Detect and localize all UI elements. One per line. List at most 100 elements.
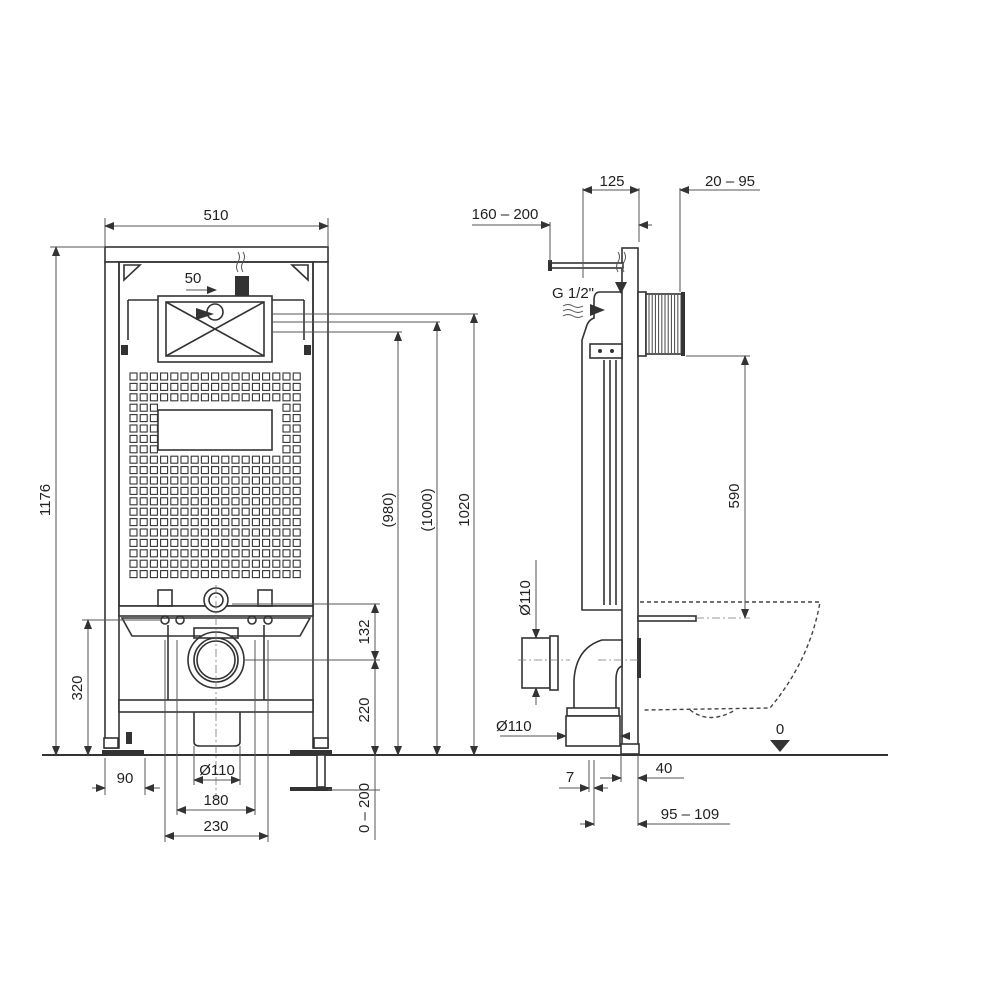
grid-square xyxy=(170,549,179,558)
grid-square xyxy=(292,570,301,579)
grid-square xyxy=(241,497,250,506)
grid-square xyxy=(282,476,291,485)
grid-square xyxy=(211,559,220,568)
grid-square xyxy=(139,497,148,506)
grid-square xyxy=(149,549,158,558)
grid-square xyxy=(211,466,220,475)
side-dimensions: 125 20 – 95 160 – 200 G 1/2" 590 Ø110 Ø1… xyxy=(472,173,784,828)
grid-square xyxy=(190,393,199,402)
grid-square xyxy=(170,466,179,475)
grid-square xyxy=(241,486,250,495)
grid-square xyxy=(251,466,260,475)
grid-square xyxy=(211,549,220,558)
grid-square xyxy=(231,476,240,485)
grid-square xyxy=(272,382,281,391)
grid-square xyxy=(251,538,260,547)
water-connection-label: G 1/2" xyxy=(552,285,594,302)
grid-square xyxy=(200,466,209,475)
grid-square xyxy=(221,507,230,516)
grid-square xyxy=(149,382,158,391)
grid-square xyxy=(200,476,209,485)
grid-square xyxy=(231,455,240,464)
grid-square xyxy=(221,455,230,464)
grid-square xyxy=(231,528,240,537)
grid-square xyxy=(160,393,169,402)
grid-square xyxy=(139,476,148,485)
grid-square xyxy=(160,466,169,475)
grid-square xyxy=(282,372,291,381)
grid-square xyxy=(221,497,230,506)
grid-square xyxy=(180,549,189,558)
grid-square xyxy=(272,455,281,464)
grid-square xyxy=(190,497,199,506)
grid-square xyxy=(170,455,179,464)
grid-square xyxy=(282,559,291,568)
grid-square xyxy=(149,570,158,579)
grid-square xyxy=(292,403,301,412)
grid-square xyxy=(262,382,271,391)
grid-square xyxy=(272,497,281,506)
grid-square xyxy=(149,497,158,506)
dim-230: 230 xyxy=(203,818,228,835)
grid-square xyxy=(160,486,169,495)
dim-180: 180 xyxy=(203,792,228,809)
grid-square xyxy=(139,434,148,443)
grid-square xyxy=(170,507,179,516)
grid-square xyxy=(251,528,260,537)
grid-square xyxy=(231,497,240,506)
floor-zero-label: 0 xyxy=(776,721,784,738)
grid-square xyxy=(139,528,148,537)
grid-square xyxy=(262,372,271,381)
grid-square xyxy=(200,455,209,464)
grid-square xyxy=(180,372,189,381)
grid-square xyxy=(200,497,209,506)
grid-square xyxy=(282,507,291,516)
grid-square xyxy=(139,507,148,516)
grid-square xyxy=(292,424,301,433)
dim-1020: 1020 xyxy=(456,493,473,526)
grid-square xyxy=(160,518,169,527)
grid-square xyxy=(129,518,138,527)
grid-square xyxy=(231,486,240,495)
grid-square xyxy=(149,445,158,454)
grid-square xyxy=(282,445,291,454)
grid-square xyxy=(221,538,230,547)
dim-1000: (1000) xyxy=(419,488,436,531)
grid-square xyxy=(149,559,158,568)
grid-square xyxy=(282,434,291,443)
grid-square xyxy=(129,414,138,423)
grid-square xyxy=(262,528,271,537)
grid-square xyxy=(282,466,291,475)
grid-square xyxy=(211,497,220,506)
grid-square xyxy=(180,570,189,579)
grid-square xyxy=(292,559,301,568)
grid-square xyxy=(190,372,199,381)
dim-132: 132 xyxy=(356,619,373,644)
grid-square xyxy=(190,549,199,558)
grid-square xyxy=(200,570,209,579)
grid-square xyxy=(160,372,169,381)
grid-square xyxy=(241,393,250,402)
grid-square xyxy=(170,382,179,391)
grid-square xyxy=(170,393,179,402)
grid-square xyxy=(262,507,271,516)
grid-square xyxy=(282,414,291,423)
grid-square xyxy=(180,507,189,516)
grid-square xyxy=(292,393,301,402)
grid-square xyxy=(211,486,220,495)
grid-square xyxy=(170,476,179,485)
grid-square xyxy=(200,382,209,391)
grid-square xyxy=(129,570,138,579)
grid-square xyxy=(292,455,301,464)
grid-square xyxy=(139,518,148,527)
grid-square xyxy=(231,372,240,381)
grid-square xyxy=(200,518,209,527)
grid-square xyxy=(262,393,271,402)
grid-square xyxy=(272,538,281,547)
grid-square xyxy=(231,507,240,516)
grid-square xyxy=(149,372,158,381)
grid-square xyxy=(190,466,199,475)
grid-square xyxy=(129,382,138,391)
grid-square xyxy=(292,486,301,495)
grid-square xyxy=(272,549,281,558)
